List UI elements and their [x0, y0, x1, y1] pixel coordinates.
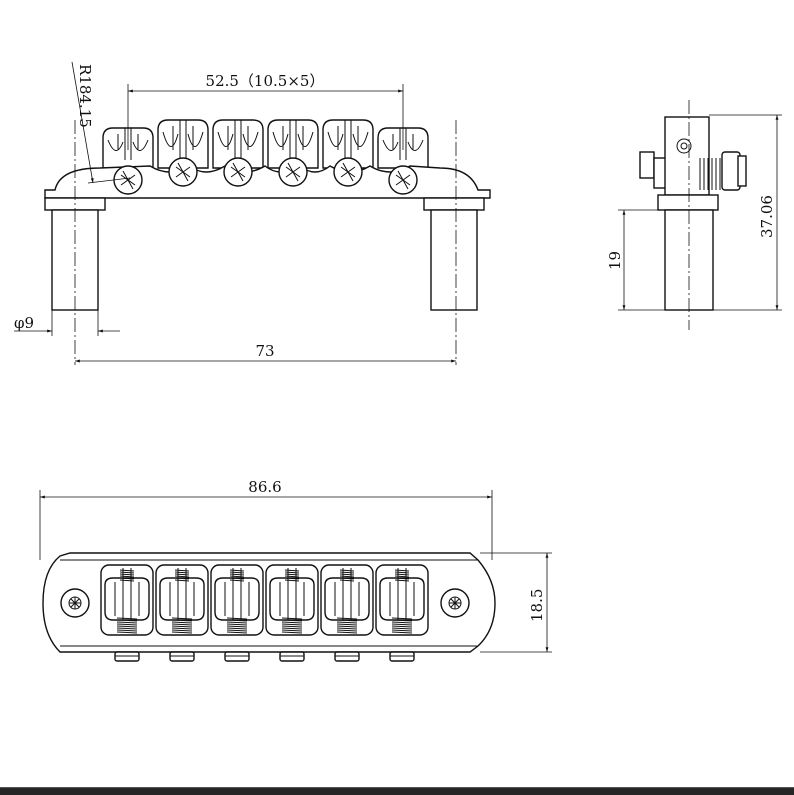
radius-leader — [71, 61, 94, 184]
top-view: 86.6 18.5 — [39, 478, 552, 662]
side-view: 37.06 19 — [606, 100, 782, 330]
top-saddle-3 — [210, 564, 264, 662]
top-saddle-2 — [155, 564, 209, 662]
post-height-label: 19 — [606, 251, 624, 270]
front-view: 52.5（10.5×5） R184.15 φ9 73 — [14, 61, 491, 365]
saddle-4 — [267, 119, 319, 169]
post-spacing-label: 73 — [255, 342, 274, 360]
intonation-screw-2 — [168, 157, 198, 187]
top-saddle-6 — [375, 564, 429, 662]
intonation-screw-5 — [333, 157, 363, 187]
intonation-screw-6 — [388, 165, 418, 195]
intonation-screw-4 — [278, 157, 308, 187]
saddle-spacing-label: 52.5（10.5×5） — [206, 72, 325, 90]
post-diameter-label: φ9 — [14, 314, 34, 332]
saddle-2 — [157, 119, 209, 169]
radius-label: R184.15 — [76, 64, 94, 128]
bottom-bar — [0, 787, 794, 795]
front-screws — [113, 157, 418, 195]
saddle-3 — [212, 119, 264, 169]
saddle-5 — [322, 119, 374, 169]
total-height-label: 37.06 — [758, 195, 776, 238]
intonation-screw-3 — [223, 157, 253, 187]
width-label: 18.5 — [528, 589, 546, 622]
right-post-top — [440, 588, 470, 618]
overall-length-label: 86.6 — [248, 478, 281, 496]
top-saddle-4 — [265, 564, 319, 662]
left-post-top — [60, 588, 90, 618]
top-saddle-1 — [100, 564, 154, 662]
right-post-collar — [423, 197, 485, 211]
front-saddles — [102, 119, 429, 169]
intonation-screw-1 — [113, 165, 143, 195]
right-post — [430, 209, 478, 311]
top-saddle-5 — [320, 564, 374, 662]
top-saddles — [100, 564, 429, 662]
front-body — [44, 165, 491, 199]
